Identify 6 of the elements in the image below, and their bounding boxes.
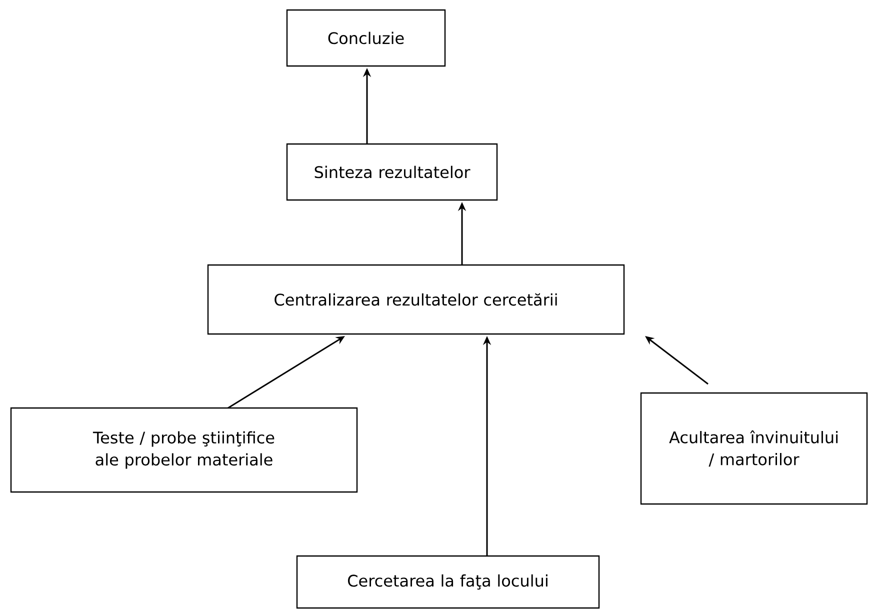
process-box: Sinteza rezultatelor: [286, 143, 498, 201]
process-box: Teste / probe ştiinţifice ale probelor materiale: [10, 407, 358, 493]
process-box: Concluzie: [286, 9, 446, 67]
process-box: Acultarea învinuitului / martorilor: [640, 392, 868, 505]
process-box: Cercetarea la faţa locului: [296, 555, 600, 609]
process-box: Centralizarea rezultatelor cercetării: [207, 264, 625, 335]
